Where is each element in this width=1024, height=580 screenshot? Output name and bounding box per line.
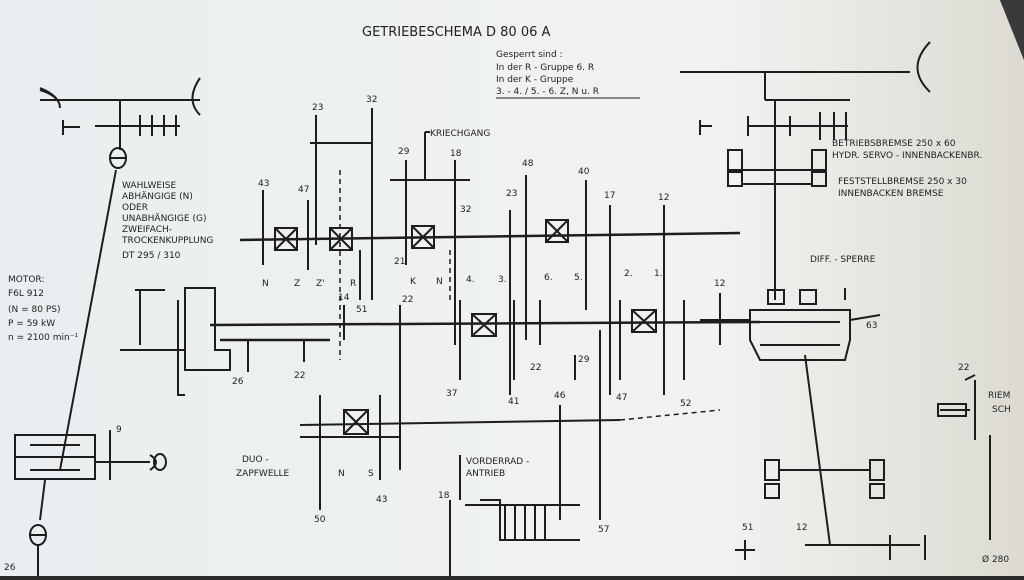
locked-note-line: 3. - 4. / 5. - 6. Z, N u. R xyxy=(496,87,599,97)
gear-count: 9 xyxy=(116,425,122,435)
clutch-label-line: ODER xyxy=(122,203,148,213)
gear-count: 29 xyxy=(398,147,410,157)
clutch-label-line: ABHÄNGIGE (N) xyxy=(122,191,193,202)
clutch-label-line: WAHLWEISE xyxy=(122,181,176,191)
parking-brake-label: INNENBACKEN BREMSE xyxy=(838,189,944,199)
motor-label-line: F6L 912 xyxy=(8,289,44,299)
duo-pto-label: DUO - xyxy=(242,455,269,465)
gear-count: 50 xyxy=(314,515,326,525)
parking-brake-label: FESTSTELLBREMSE 250 x 30 xyxy=(838,177,967,187)
gear-count: 32 xyxy=(460,205,471,215)
gear-count: 18 xyxy=(438,491,450,501)
motor-label-line: P = 59 kW xyxy=(8,319,55,329)
shift-label: R xyxy=(350,279,356,289)
front-drive-label: ANTRIEB xyxy=(466,469,505,479)
gear-count: 47 xyxy=(616,393,627,403)
dashed-links xyxy=(339,170,721,421)
shift-label: S xyxy=(368,469,374,479)
gear-count: 37 xyxy=(446,389,457,399)
gear-count: 12 xyxy=(658,193,669,203)
gear-count: 12 xyxy=(796,523,807,533)
shift-label: N xyxy=(436,277,443,287)
gear-numbers: 23 32 29 18 48 40 43 47 32 23 17 12 21 1… xyxy=(4,95,969,573)
belt-label: SCH xyxy=(992,405,1011,415)
front-drive-label: VORDERRAD - xyxy=(466,457,529,467)
gear-count: 29 xyxy=(578,355,590,365)
gear-count: 26 xyxy=(4,563,16,573)
gear-count: 47 xyxy=(298,185,309,195)
shift-label: Z xyxy=(294,279,300,289)
duo-pto-label: ZAPFWELLE xyxy=(236,469,290,479)
shift-label: 4. xyxy=(466,275,475,285)
gear-count: 21 xyxy=(394,257,405,267)
clutch-label-line: TROCKENKUPPLUNG xyxy=(121,236,213,246)
locked-note-line: In der K - Gruppe xyxy=(496,75,574,85)
gear-count: 23 xyxy=(312,103,323,113)
shift-label: 1. xyxy=(654,269,663,279)
gear-count: 46 xyxy=(554,391,566,401)
shift-label: 5. xyxy=(574,273,583,283)
gear-count: 22 xyxy=(294,371,305,381)
gear-count: 48 xyxy=(522,159,534,169)
background-corner xyxy=(1000,0,1024,60)
kriechgang-label: KRIECHGANG xyxy=(430,129,490,139)
gear-count: 17 xyxy=(604,191,615,201)
gear-count: 12 xyxy=(714,279,725,289)
shift-label: K xyxy=(410,277,417,287)
gear-count: 57 xyxy=(598,525,609,535)
shift-labels: N Z Z' R K N 4. 3. 6. 5. 2. 1. N S xyxy=(262,269,663,479)
service-brake-label: BETRIEBSBREMSE 250 x 60 xyxy=(832,139,956,149)
gear-count: 51 xyxy=(356,305,367,315)
clutch-label-line: UNABHÄNGIGE (G) xyxy=(122,213,206,224)
labels: KRIECHGANG WAHLWEISE ABHÄNGIGE (N) ODER … xyxy=(8,129,1011,565)
gear-count: 22 xyxy=(530,363,541,373)
locked-note: Gesperrt sind : In der R - Gruppe 6. R I… xyxy=(496,50,640,99)
gear-count: 43 xyxy=(258,179,269,189)
belt-label: RIEM xyxy=(988,391,1010,401)
motor-label-line: MOTOR: xyxy=(8,275,44,285)
gear-count: 63 xyxy=(866,321,877,331)
service-brake-label: HYDR. SERVO - INNENBACKENBR. xyxy=(832,151,982,161)
diff-lock-label: DIFF. - SPERRE xyxy=(810,255,876,265)
gear-count: 22 xyxy=(402,295,413,305)
clutch-label-line: ZWEIFACH- xyxy=(122,225,172,235)
shift-label: Z' xyxy=(316,279,325,289)
gear-count: 51 xyxy=(742,523,753,533)
gear-count: 32 xyxy=(366,95,377,105)
shift-label: 3. xyxy=(498,275,507,285)
gear-count: 23 xyxy=(506,189,517,199)
gear-count: 52 xyxy=(680,399,691,409)
locked-note-line: Gesperrt sind : xyxy=(496,50,563,60)
gear-count: 22 xyxy=(958,363,969,373)
gear-count: 43 xyxy=(376,495,387,505)
diameter-label: Ø 280 xyxy=(982,554,1009,565)
locked-note-line: In der R - Gruppe 6. R xyxy=(496,63,594,73)
gear-count: 41 xyxy=(508,397,519,407)
gear-count: 14 xyxy=(338,293,350,303)
shift-label: N xyxy=(338,469,345,479)
drawing-lines xyxy=(14,41,991,576)
motor-label-line: n = 2100 min⁻¹ xyxy=(8,333,78,343)
motor-label-line: (N = 80 PS) xyxy=(8,305,60,315)
diagram-title: GETRIEBESCHEMA D 80 06 A xyxy=(362,25,550,40)
gear-count: 26 xyxy=(232,377,244,387)
gear-count: 40 xyxy=(578,167,590,177)
shift-label: 6. xyxy=(544,273,553,283)
clutch-label-line: DT 295 / 310 xyxy=(122,251,181,261)
gear-count: 18 xyxy=(450,149,462,159)
shift-label: 2. xyxy=(624,269,633,279)
shift-label: N xyxy=(262,279,269,289)
